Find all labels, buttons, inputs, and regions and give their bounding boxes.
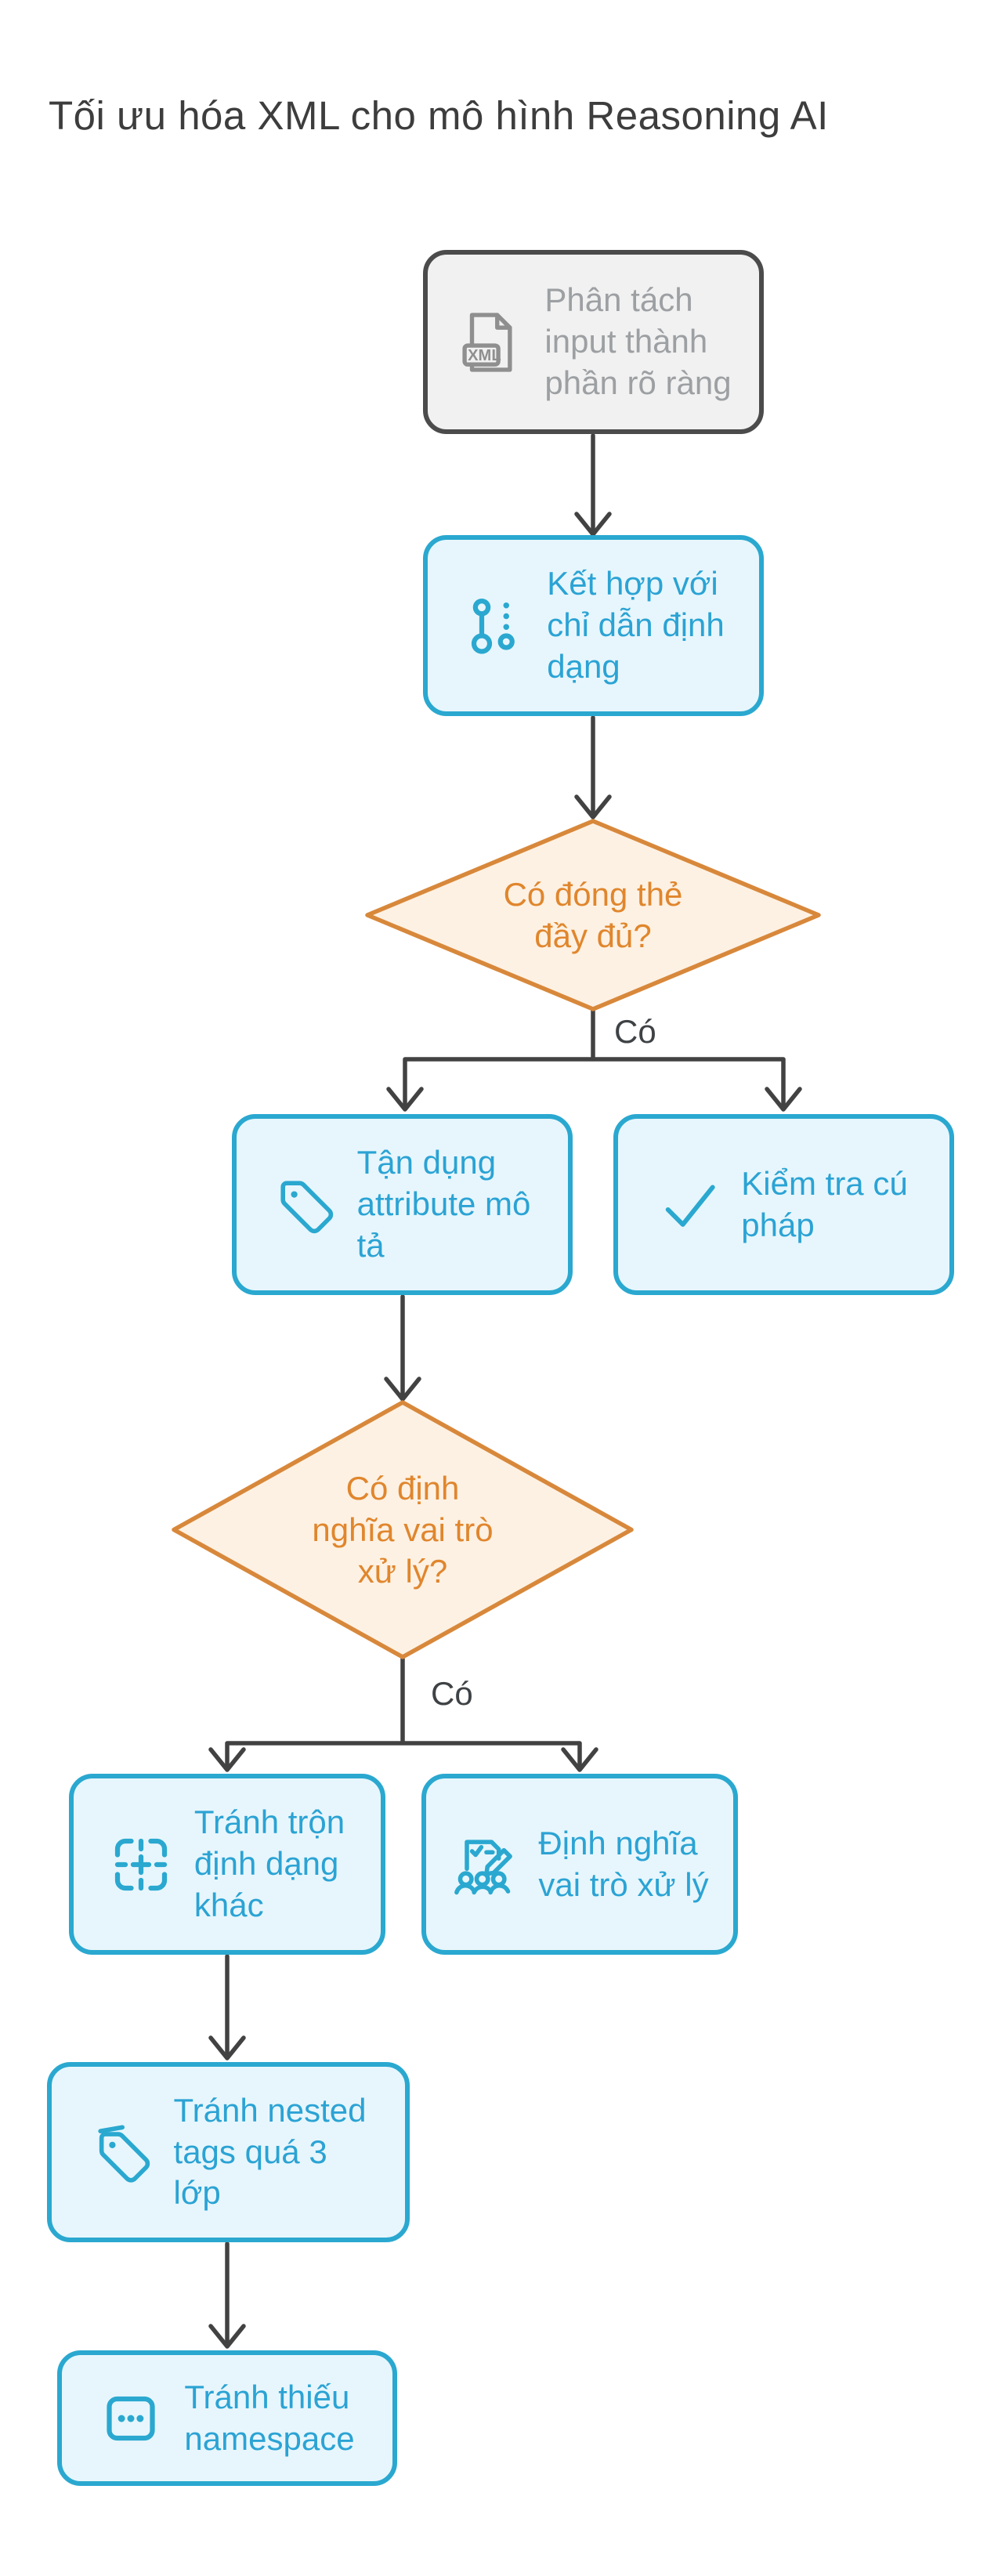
role-assignment-icon	[450, 1832, 516, 1898]
decision-roles-defined: Có định nghĩa vai trò xử lý?	[166, 1395, 639, 1665]
decision-label: Có định nghĩa vai trò xử lý?	[312, 1469, 494, 1590]
node-avoid-deep-nesting: Tránh nested tags quá 3 lớp	[47, 2062, 410, 2242]
decision-label: Có đóng thẻ đầy đủ?	[503, 875, 683, 954]
node-label: Kiểm tra cú pháp	[741, 1164, 908, 1243]
node-label: Kết hợp với chỉ dẫn định dạng	[547, 565, 725, 685]
edge-label-yes-1: Có	[614, 1013, 656, 1050]
node-label: Tránh thiếu namespace	[184, 2378, 355, 2457]
node-label: Phân tách input thành phần rõ ràng	[544, 281, 732, 401]
node-label: Tránh trộn định dạng khác	[193, 1804, 345, 1923]
node-use-descriptive-attributes: Tận dụng attribute mô tả	[232, 1114, 573, 1295]
node-label: Tránh nested tags quá 3 lớp	[173, 2091, 367, 2212]
edge-label-yes-2: Có	[431, 1675, 473, 1712]
node-define-processing-roles: Định nghĩa vai trò xử lý	[421, 1774, 738, 1955]
node-parse-input: XML Phân tách input thành phần rõ ràng	[423, 250, 764, 434]
ellipsis-box-icon	[99, 2387, 162, 2450]
node-avoid-mixing-formats: Tránh trộn định dạng khác	[69, 1774, 385, 1955]
diamond-shape	[365, 819, 821, 1011]
tag-icon	[274, 1174, 335, 1236]
decision-tags-closed: Có đóng thẻ đầy đủ?	[360, 813, 826, 1017]
xml-file-icon: XML	[455, 309, 523, 376]
page-title: Tối ưu hóa XML cho mô hình Reasoning AI	[49, 93, 829, 138]
selection-frame-icon	[110, 1833, 172, 1896]
workflow-steps-icon	[462, 595, 525, 657]
node-label: Tận dụng attribute mô tả	[356, 1144, 531, 1264]
node-label: Định nghĩa vai trò xử lý	[538, 1824, 709, 1903]
node-combine-format-instructions: Kết hợp với chỉ dẫn định dạng	[423, 535, 764, 716]
node-avoid-missing-namespace: Tránh thiếu namespace	[57, 2350, 397, 2486]
tags-icon	[91, 2122, 152, 2183]
node-check-syntax: Kiểm tra cú pháp	[613, 1114, 954, 1295]
svg-text:XML: XML	[468, 346, 502, 364]
diamond-shape	[172, 1400, 634, 1659]
checkmark-icon	[660, 1175, 719, 1235]
